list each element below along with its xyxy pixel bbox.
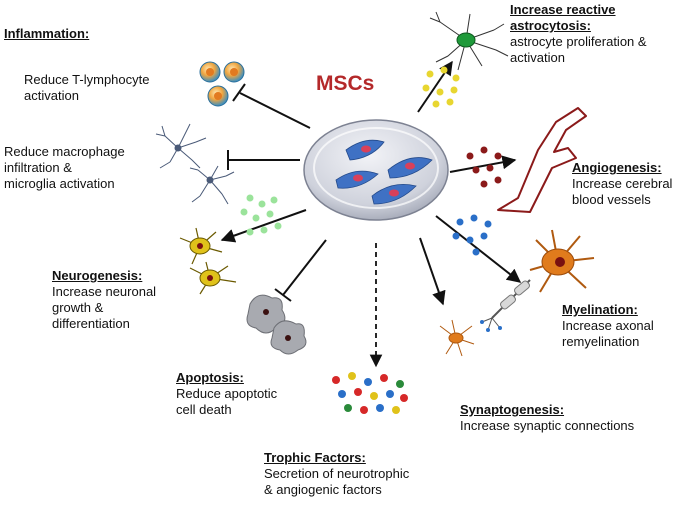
text-line: Increase synaptic connections [460,418,635,433]
synaptogenesis-label: Synaptogenesis: Increase synaptic connec… [460,402,634,434]
astrocytosis-heading: astrocytosis: [510,18,591,33]
astrocytosis-heading: Increase reactive [510,2,616,17]
arrow-myelination [435,215,522,283]
yellow-factor-dots [422,66,460,108]
microglia-icon [155,123,235,205]
text-line: activation [24,88,79,103]
macrophage-effect-text: Reduce macrophage infiltration & microgl… [4,144,125,192]
inhibit-macrophage-line [227,150,300,170]
astrocytosis-label: Increase reactive astrocytosis: astrocyt… [510,2,647,66]
t-lymphocyte-icon [199,61,245,107]
green-factor-dots [240,194,282,236]
apoptosis-heading: Apoptosis: [176,370,244,385]
myelination-label: Myelination: Increase axonal remyelinati… [562,302,654,350]
arrow-angiogenesis [449,155,517,173]
blood-vessel-icon [497,107,587,213]
text-line: differentiation [52,316,130,331]
inflammation-heading: Inflammation: [4,26,90,41]
text-line: & angiogenic factors [264,482,382,497]
inhibit-apoptosis-line [274,239,327,302]
msc-petri-dish [303,119,449,221]
text-line: Reduce apoptotic [176,386,278,401]
angiogenesis-label: Angiogenesis: Increase cerebral blood ve… [572,160,672,208]
text-line: blood vessels [572,192,651,207]
msc-title: MSCs [316,72,375,95]
text-line: astrocyte proliferation & [510,34,647,49]
apoptosis-label: Apoptosis: Reduce apoptotic cell death [176,370,277,418]
text-line: remyelination [562,334,640,349]
neurogenesis-label: Neurogenesis: Increase neuronal growth &… [52,268,156,332]
neuron-icon [179,227,237,295]
oligodendrocyte-icon [480,229,595,332]
trophic-factors-heading: Trophic Factors: [264,450,366,465]
red-factor-dots [466,146,502,188]
neurogenesis-heading: Neurogenesis: [52,268,143,283]
text-line: Reduce T-lymphocyte [24,72,150,87]
inhibit-tcell-line [232,83,311,129]
angiogenesis-heading: Angiogenesis: [572,160,662,175]
text-line: Increase axonal [562,318,654,333]
synapse-neuron-icon [439,319,475,357]
text-line: microglia activation [4,176,115,191]
synaptogenesis-heading: Synaptogenesis: [460,402,565,417]
inflammation-label: Inflammation: [4,26,89,42]
myelination-heading: Myelination: [562,302,638,317]
msc-cell-icon [345,139,385,161]
msc-cell-icon [371,183,417,205]
text-line: growth & [52,300,104,315]
trophic-factors-label: Trophic Factors: Secretion of neurotroph… [264,450,409,498]
text-line: Secretion of neurotrophic [264,466,410,481]
astrocyte-icon [429,11,509,71]
arrow-synaptogenesis [419,237,446,306]
text-line: cell death [176,402,232,417]
text-line: activation [510,50,565,65]
tcell-effect-text: Reduce T-lymphocyte activation [24,72,150,104]
text-line: Increase neuronal [52,284,157,299]
msc-cell-icon [387,157,433,179]
apoptotic-cell-icon [246,294,307,355]
text-line: infiltration & [4,160,72,175]
arrow-neurogenesis [220,209,307,243]
trophic-factor-dots [332,372,408,414]
blue-factor-dots [452,214,492,256]
text-line: Increase cerebral [572,176,673,191]
text-line: Reduce macrophage [4,144,125,159]
msc-cell-icon [335,170,379,189]
